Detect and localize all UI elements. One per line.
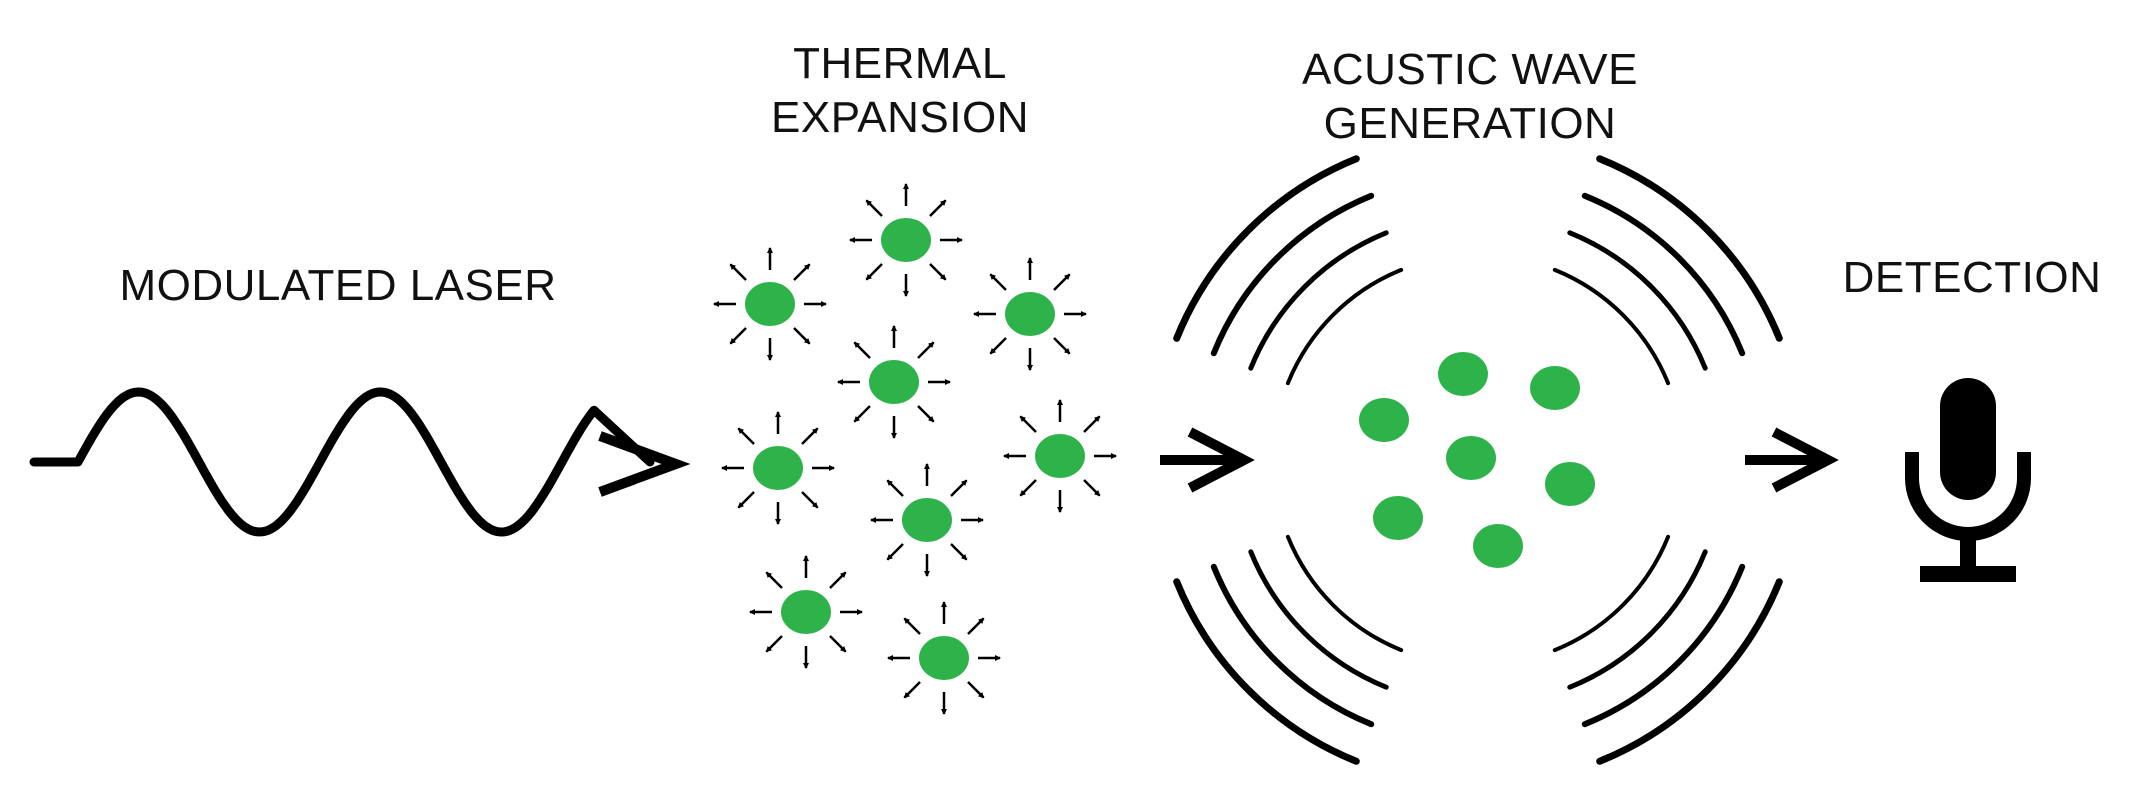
expansion-arrow-icon	[929, 263, 947, 281]
expansion-arrow-icon	[1083, 415, 1101, 433]
expansion-arrow-icon	[853, 405, 871, 423]
expansion-arrow-icon	[829, 571, 847, 589]
expansion-arrow-icon	[903, 617, 921, 635]
expansion-arrow-icon	[737, 427, 755, 445]
thermal-expansion-particles	[713, 183, 1117, 715]
expansion-arrow-icon	[801, 427, 819, 445]
sound-wave-arc-icon	[1581, 192, 1746, 357]
expansion-arrow-icon	[967, 681, 985, 699]
sound-wave-arc-icon	[1285, 267, 1404, 386]
heated-particle	[1005, 292, 1055, 336]
label-thermal-expansion-line2: EXPANSION	[771, 93, 1029, 142]
acoustic-particle	[1545, 462, 1595, 506]
expansion-arrow-icon	[853, 341, 871, 359]
expansion-arrow-icon	[917, 405, 935, 423]
heated-particle	[1035, 434, 1085, 478]
label-thermal-expansion-line1: THERMAL	[793, 39, 1007, 88]
acoustic-particle	[1530, 366, 1580, 410]
arrow-right-icon	[1160, 427, 1255, 493]
expansion-arrow-icon	[1053, 337, 1071, 355]
sound-wave-arc-icon	[1567, 549, 1708, 690]
expansion-arrow-icon	[1019, 479, 1037, 497]
sound-wave-arc-icon	[1173, 578, 1360, 765]
expansion-arrow-icon	[1019, 415, 1037, 433]
acoustic-particle	[1438, 352, 1488, 396]
acoustic-particles	[1359, 352, 1595, 568]
expansion-arrow-icon	[737, 491, 755, 509]
expansion-arrow-icon	[886, 479, 904, 497]
acoustic-particle	[1446, 436, 1496, 480]
expansion-arrow-icon	[729, 263, 747, 281]
expansion-arrow-icon	[793, 327, 811, 345]
sound-wave-arc-icon	[1173, 155, 1360, 342]
heated-particle	[869, 360, 919, 404]
expansion-arrow-icon	[989, 273, 1007, 291]
expansion-arrow-icon	[903, 681, 921, 699]
arrow-right-icon	[1745, 427, 1839, 493]
expansion-arrow-icon	[1083, 479, 1101, 497]
sound-wave-arc-icon	[1552, 534, 1671, 653]
sine-wave-icon	[29, 387, 655, 537]
expansion-arrow-icon	[729, 327, 747, 345]
sound-wave-arc-icon	[1210, 192, 1375, 357]
sound-wave-arc-icon	[1248, 549, 1389, 690]
heated-particle	[781, 590, 831, 634]
acoustic-particle	[1359, 398, 1409, 442]
heated-particle	[919, 636, 969, 680]
expansion-arrow-icon	[886, 543, 904, 561]
sound-wave-arc-icon	[1210, 563, 1375, 728]
label-acoustic-wave-line1: ACUSTIC WAVE	[1302, 45, 1638, 94]
sound-wave-arc-icon	[1567, 230, 1708, 371]
label-detection: DETECTION	[1843, 253, 2102, 302]
expansion-arrow-icon	[801, 491, 819, 509]
acoustic-particle	[1473, 524, 1523, 568]
heated-particle	[753, 446, 803, 490]
expansion-arrow-icon	[917, 341, 935, 359]
heated-particle	[745, 282, 795, 326]
sound-wave-arc-icon	[1596, 155, 1783, 342]
heated-particle	[902, 498, 952, 542]
expansion-arrow-icon	[829, 635, 847, 653]
arrow-right-icon	[598, 431, 691, 497]
acoustic-particle	[1373, 496, 1423, 540]
expansion-arrow-icon	[765, 571, 783, 589]
microphone-icon	[1905, 378, 2031, 582]
expansion-arrow-icon	[967, 617, 985, 635]
expansion-arrow-icon	[989, 337, 1007, 355]
expansion-arrow-icon	[865, 263, 883, 281]
expansion-arrow-icon	[950, 479, 968, 497]
sound-wave-arc-icon	[1552, 267, 1671, 386]
expansion-arrow-icon	[793, 263, 811, 281]
sound-wave-arcs	[1173, 155, 1783, 765]
label-acoustic-wave-line2: GENERATION	[1324, 99, 1617, 148]
sound-wave-arc-icon	[1581, 563, 1746, 728]
sound-wave-arc-icon	[1248, 230, 1389, 371]
sound-wave-arc-icon	[1285, 534, 1404, 653]
expansion-arrow-icon	[950, 543, 968, 561]
expansion-arrow-icon	[765, 635, 783, 653]
sound-wave-arc-icon	[1596, 578, 1783, 765]
expansion-arrow-icon	[1053, 273, 1071, 291]
label-modulated-laser: MODULATED LASER	[120, 261, 557, 310]
heated-particle	[881, 218, 931, 262]
expansion-arrow-icon	[865, 199, 883, 217]
expansion-arrow-icon	[929, 199, 947, 217]
